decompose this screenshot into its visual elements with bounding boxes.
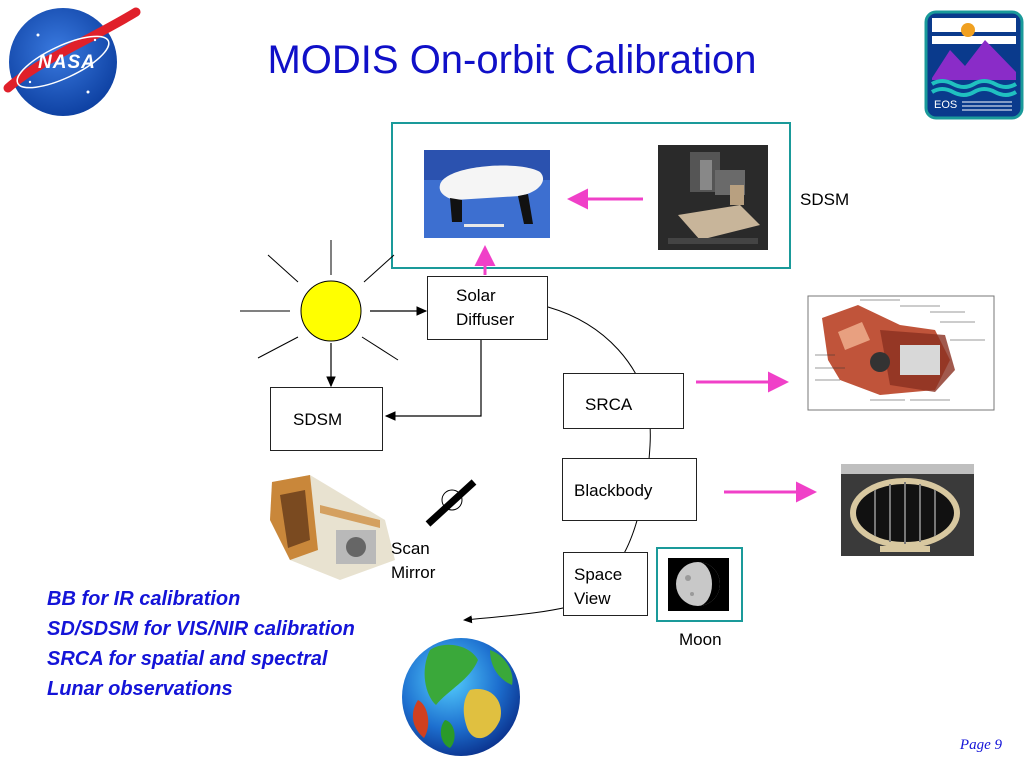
sdsm-box-label: SDSM [293, 410, 343, 429]
note-srca: SRCA for spatial and spectral [47, 648, 328, 670]
solar-diffuser-photo [424, 150, 550, 238]
sdsm-hardware-photo [658, 145, 768, 250]
space-view-box: Space View [563, 552, 648, 616]
sdsm-photo-label: SDSM [800, 190, 850, 209]
moon-photo [668, 558, 729, 611]
note-bb: BB for IR calibration [47, 588, 241, 610]
srca-box-label: SRCA [585, 395, 633, 414]
space-view-label-line2: View [574, 589, 611, 608]
moon-frame [656, 547, 743, 622]
blackbody-box-label: Blackbody [574, 481, 653, 500]
scan-mirror-label-line1: Scan [391, 539, 430, 558]
moon-label: Moon [679, 630, 722, 649]
space-view-label-line1: Space [574, 565, 623, 584]
scan-mirror-label-line2: Mirror [391, 563, 436, 582]
note-lunar: Lunar observations [47, 678, 233, 700]
eos-logo [924, 10, 1024, 120]
diffuser-to-sdsm-arrow [384, 340, 482, 421]
earth-globe-icon [402, 638, 520, 756]
calibration-notes: BB for IR calibration SD/SDSM for VIS/NI… [47, 584, 355, 704]
blackbody-box: Blackbody [562, 458, 697, 521]
scan-mirror-icon [425, 479, 477, 527]
scan-path-arc [547, 306, 651, 561]
solar-diffuser-label-line1: Solar [456, 286, 496, 305]
eos-logo-text: EOS [934, 99, 958, 111]
modis-instrument-photo [270, 475, 395, 580]
sun-icon [240, 240, 399, 361]
page-title: MODIS On-orbit Calibration [267, 38, 757, 82]
nasa-logo [3, 7, 141, 116]
note-sd-sdsm: SD/SDSM for VIS/NIR calibration [47, 618, 355, 640]
solar-diffuser-label-line2: Diffuser [456, 310, 515, 329]
srca-box: SRCA [563, 373, 684, 429]
sdsm-box: SDSM [270, 387, 383, 451]
srca-cutaway-photo [807, 295, 995, 411]
scan-mirror-label: Scan Mirror [391, 537, 435, 585]
nasa-logo-text: NASA [38, 52, 96, 73]
page-number: Page 9 [959, 737, 1002, 753]
blackbody-photo [841, 464, 974, 556]
sd-photo-frame [391, 122, 791, 269]
solar-diffuser-box: Solar Diffuser [427, 276, 548, 340]
